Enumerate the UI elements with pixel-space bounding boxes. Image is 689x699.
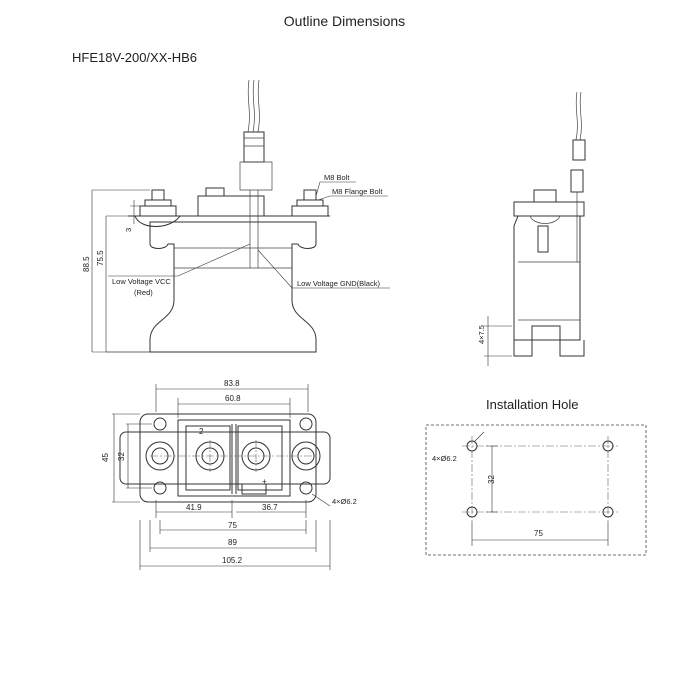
callout-m8-flange-bolt: M8 Flange Bolt — [332, 187, 383, 196]
page-title: Outline Dimensions — [283, 13, 406, 29]
dim-bolt: 3 — [124, 228, 133, 232]
dim-height-total: 88.5 — [82, 256, 91, 272]
dim-height-body: 75.5 — [96, 250, 105, 266]
callout-low-voltage-vcc: Low Voltage VCC — [112, 277, 171, 286]
dim-41-9: 41.9 — [186, 503, 202, 512]
callout-m8-bolt: M8 Bolt — [324, 173, 350, 182]
dim-75: 75 — [228, 521, 237, 530]
hole-diameter: 4×Ø6.2 — [432, 454, 457, 463]
dim-32: 32 — [117, 452, 126, 461]
dim-105-2: 105.2 — [222, 556, 243, 565]
dim-foot: 4×7.5 — [477, 325, 486, 344]
dim-89: 89 — [228, 538, 237, 547]
installation-hole-title: Installation Hole — [486, 397, 579, 412]
hole-dim-75: 75 — [534, 529, 543, 538]
front-view: 88.5 75.5 3 M8 Bolt M8 Flange Bolt Low V… — [82, 79, 390, 353]
dim-45: 45 — [101, 453, 110, 462]
top-view: 2 + 83.8 60.8 45 32 41.9 36.7 75 89 105.… — [101, 379, 357, 570]
dim-60-8: 60.8 — [225, 394, 241, 403]
terminal-label-pos: + — [262, 477, 267, 486]
model-number: HFE18V-200/XX-HB6 — [72, 50, 198, 65]
hole-dim-32: 32 — [487, 475, 496, 484]
dim-83-8: 83.8 — [224, 379, 240, 388]
callout-low-voltage-gnd: Low Voltage GND(Black) — [297, 279, 380, 288]
terminal-label-neg: 2 — [199, 427, 204, 436]
dim-36-7: 36.7 — [262, 503, 278, 512]
side-view: 4×7.5 — [477, 91, 586, 366]
callout-red: (Red) — [134, 288, 153, 297]
installation-hole-drawing: 4×Ø6.2 32 75 — [425, 424, 647, 556]
dim-holes: 4×Ø6.2 — [332, 497, 357, 506]
